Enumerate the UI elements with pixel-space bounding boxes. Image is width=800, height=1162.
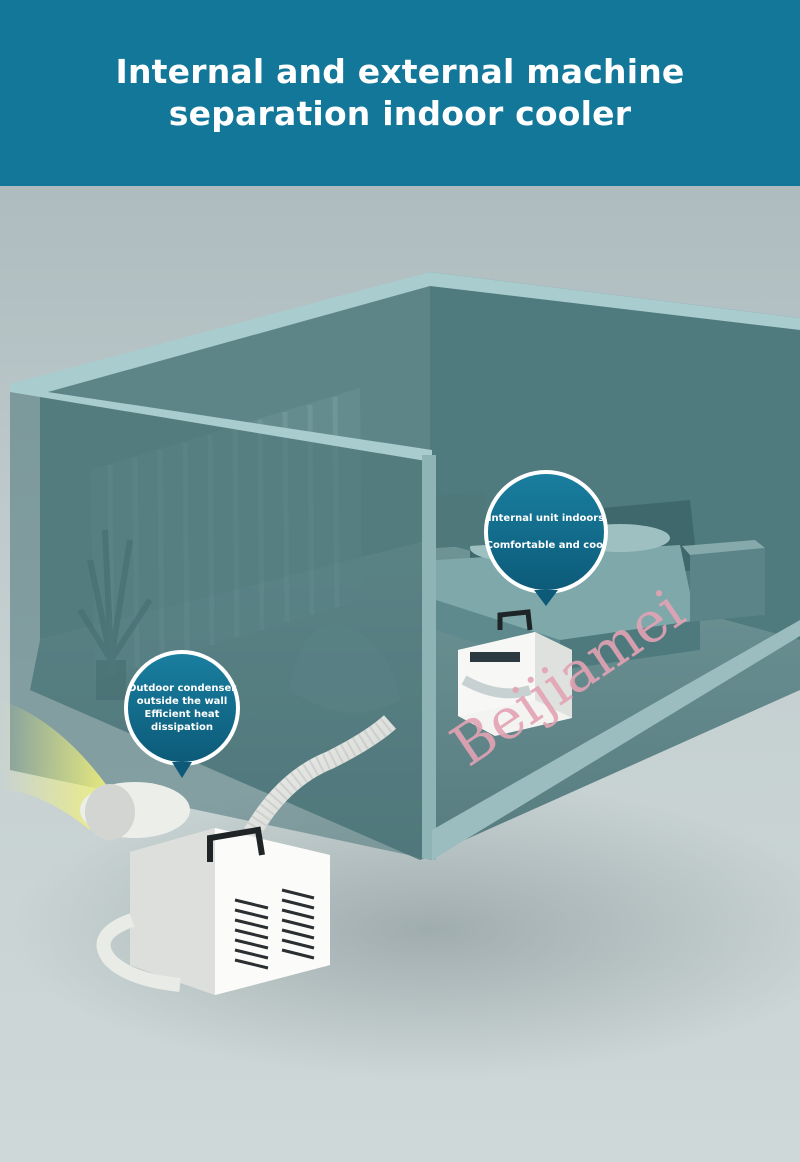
room-illustration <box>0 186 800 1162</box>
indoor-callout-text: Internal unit indoors Comfortable and co… <box>484 470 608 594</box>
indoor-unit <box>458 609 572 736</box>
outdoor-callout-line-1: Outdoor condenser <box>127 683 237 694</box>
indoor-callout-line-1: Internal unit indoors <box>487 513 605 524</box>
wall-corner <box>422 455 436 860</box>
outdoor-callout-line-4: dissipation <box>150 722 214 733</box>
outdoor-callout-line-3: Efficient heat <box>144 709 220 720</box>
indoor-callout-line-2: Comfortable and cool <box>485 540 607 551</box>
outdoor-callout-text: Outdoor condenser outside the wall Effic… <box>124 650 240 766</box>
floor-edge <box>432 620 800 860</box>
title-line-2: separation indoor cooler <box>168 94 632 133</box>
outdoor-callout-line-2: outside the wall <box>136 696 228 707</box>
hot-air-exhaust <box>0 700 110 830</box>
outdoor-condenser <box>80 782 330 995</box>
title-line-1: Internal and external machine <box>115 52 685 91</box>
front-wall <box>10 385 432 860</box>
outdoor-callout-pointer <box>172 762 192 778</box>
title-banner: Internal and external machine separation… <box>0 0 800 186</box>
duct-ribs <box>240 715 397 845</box>
indoor-callout-pointer <box>534 590 558 606</box>
nightstands <box>436 492 765 622</box>
